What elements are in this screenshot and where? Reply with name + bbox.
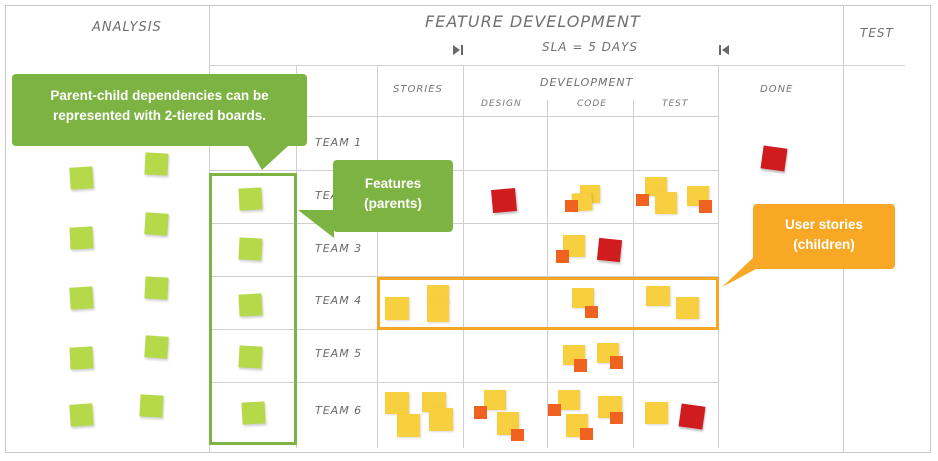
analysis-note bbox=[69, 226, 94, 250]
board-frame bbox=[5, 5, 931, 453]
divider bbox=[633, 100, 634, 448]
stories-header: STORIES bbox=[393, 84, 443, 95]
done-header: DONE bbox=[760, 84, 794, 95]
divider bbox=[210, 65, 843, 66]
sla-label: SLA = 5 DAYS bbox=[542, 40, 639, 54]
user-stories-callout-text: User stories (children) bbox=[784, 217, 864, 252]
user-stories-highlight bbox=[377, 277, 719, 330]
code-task bbox=[580, 428, 593, 440]
story-note bbox=[429, 408, 453, 431]
story-note bbox=[422, 392, 446, 412]
divider bbox=[210, 170, 718, 171]
divider bbox=[843, 65, 905, 66]
dependencies-callout: Parent-child dependencies can be represe… bbox=[12, 74, 307, 146]
design-note bbox=[491, 187, 517, 214]
done-note bbox=[760, 145, 788, 172]
design-task bbox=[474, 406, 487, 419]
divider bbox=[463, 65, 464, 448]
analysis-header: ANALYSIS bbox=[92, 20, 162, 35]
features-callout: Features (parents) bbox=[333, 160, 453, 232]
team-label: TEAM 3 bbox=[315, 242, 363, 255]
story-note bbox=[385, 392, 409, 414]
sla-start-icon bbox=[452, 41, 464, 55]
dependencies-callout-pointer bbox=[248, 146, 288, 170]
code-task bbox=[610, 356, 623, 369]
test-blocked-note bbox=[678, 403, 706, 430]
analysis-note bbox=[144, 276, 169, 300]
code-task bbox=[548, 404, 561, 416]
dependencies-callout-text: Parent-child dependencies can be represe… bbox=[50, 88, 269, 123]
test-note bbox=[676, 297, 699, 319]
sla-end-icon bbox=[718, 41, 730, 55]
code-header: CODE bbox=[577, 99, 607, 109]
test-note bbox=[655, 192, 677, 214]
dev-test-header: TEST bbox=[662, 99, 689, 109]
team-label: TEAM 1 bbox=[315, 136, 363, 149]
analysis-note bbox=[144, 335, 169, 359]
story-note bbox=[427, 285, 449, 303]
analysis-note bbox=[139, 394, 164, 418]
story-note bbox=[385, 297, 409, 320]
code-task bbox=[610, 412, 623, 424]
team-label: TEAM 4 bbox=[315, 294, 363, 307]
features-callout-pointer bbox=[298, 210, 334, 238]
divider bbox=[377, 65, 378, 448]
code-task bbox=[585, 306, 598, 318]
features-callout-text: Features (parents) bbox=[364, 176, 422, 211]
team-label: TEAM 6 bbox=[315, 404, 363, 417]
analysis-note bbox=[69, 166, 94, 190]
story-note bbox=[397, 414, 420, 437]
test-note bbox=[645, 177, 667, 196]
divider bbox=[210, 276, 718, 277]
design-header: DESIGN bbox=[481, 99, 522, 109]
divider bbox=[296, 116, 718, 117]
design-note bbox=[484, 390, 506, 410]
test-note bbox=[646, 286, 670, 306]
story-note bbox=[427, 301, 449, 322]
feature-development-header: FEATURE DEVELOPMENT bbox=[425, 12, 641, 31]
analysis-note bbox=[144, 212, 169, 236]
divider bbox=[547, 100, 548, 448]
code-task bbox=[565, 200, 578, 212]
team-label: TEAM 5 bbox=[315, 347, 363, 360]
divider bbox=[210, 382, 718, 383]
test-header: TEST bbox=[860, 26, 894, 40]
features-highlight bbox=[209, 173, 297, 445]
test-task bbox=[699, 200, 712, 213]
analysis-note bbox=[144, 152, 169, 176]
user-stories-callout: User stories (children) bbox=[753, 204, 895, 269]
test-task bbox=[636, 194, 649, 206]
divider bbox=[718, 65, 719, 448]
code-task bbox=[556, 250, 569, 263]
code-blocked-note bbox=[596, 237, 623, 263]
analysis-note bbox=[69, 346, 94, 370]
analysis-note bbox=[69, 403, 94, 427]
design-task bbox=[511, 429, 524, 441]
test-note bbox=[645, 402, 668, 424]
development-header: DEVELOPMENT bbox=[540, 76, 634, 89]
divider bbox=[210, 223, 718, 224]
code-note bbox=[572, 288, 594, 308]
code-task bbox=[574, 359, 587, 372]
analysis-note bbox=[69, 286, 94, 310]
code-note bbox=[558, 390, 580, 410]
